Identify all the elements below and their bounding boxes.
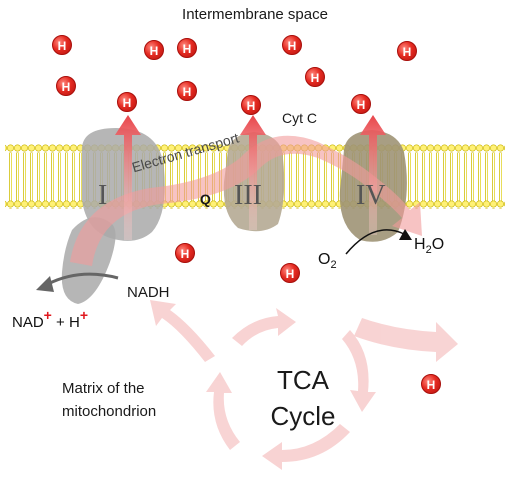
- matrix-label: Matrix of the mitochondrion: [62, 377, 156, 423]
- h-charge: +: [79, 307, 88, 323]
- nad-text: NAD: [12, 314, 44, 331]
- tca-label-line2: Cycle: [270, 401, 336, 431]
- tca-arc-left: [206, 372, 240, 450]
- proton-ion: H: [177, 38, 197, 58]
- nadh-arrow: [36, 272, 119, 292]
- nad-plus-h-label: NAD+ + H+: [12, 307, 88, 331]
- matrix-label-line2: mitochondrion: [62, 403, 157, 420]
- proton-ion: H: [351, 94, 371, 114]
- proton-ion: H: [144, 40, 164, 60]
- water-label: H2O: [414, 236, 445, 256]
- proton-ion: H: [241, 95, 261, 115]
- ubiquinone-label: Q: [200, 191, 211, 207]
- pump-arrow-3: [240, 115, 266, 230]
- oxygen-arrow-curve: [345, 229, 405, 255]
- electron-transport-arrow: [70, 135, 422, 266]
- oxygen-o: O: [318, 251, 331, 268]
- proton-ion: H: [280, 263, 300, 283]
- tca-cycle-arrows: [150, 300, 458, 470]
- h-text: H: [68, 314, 80, 331]
- proton-ion: H: [56, 76, 76, 96]
- complex-3-label: III: [234, 180, 262, 211]
- electron-path: [70, 135, 422, 266]
- oxygen-arrow: [345, 229, 412, 255]
- proton-ion: H: [175, 243, 195, 263]
- water-h: H: [414, 236, 426, 253]
- nadh-arrow-curve: [47, 272, 119, 286]
- nad-charge: +: [43, 307, 52, 323]
- oxygen-subscript: 2: [330, 259, 337, 271]
- oxygen-label: O2: [318, 251, 337, 271]
- tca-arc-right: [342, 330, 376, 412]
- oxygen-arrow-head: [399, 229, 412, 240]
- proton-ion: H: [117, 92, 137, 112]
- complex-1-label: I: [98, 180, 108, 211]
- cyt-c-label: Cyt C: [282, 110, 317, 126]
- proton-ion: H: [397, 41, 417, 61]
- proton-ion: H: [177, 81, 197, 101]
- nadh-arrow-head: [36, 276, 54, 292]
- proton-ion: H: [305, 67, 325, 87]
- pump-arrow-4: [360, 115, 386, 235]
- tca-cycle-label: TCA Cycle: [262, 362, 344, 434]
- complex-4-label: IV: [356, 180, 386, 211]
- proton-ion: H: [421, 374, 441, 394]
- proton-ion: H: [52, 35, 72, 55]
- proton-pump-arrows: [115, 115, 386, 240]
- nadh-label: NADH: [127, 284, 170, 301]
- water-o: O: [431, 236, 445, 253]
- proton-ion: H: [282, 35, 302, 55]
- tca-arc-top: [232, 308, 296, 346]
- tca-arrow-out-left: [150, 300, 215, 362]
- intermembrane-space-label: Intermembrane space: [182, 6, 328, 23]
- tca-arrow-out-right: [354, 318, 458, 362]
- matrix-label-line1: Matrix of the: [62, 380, 145, 397]
- tca-arc-bottom: [262, 424, 350, 470]
- pump-arrow-1: [115, 115, 141, 240]
- tca-label-line1: TCA: [277, 365, 329, 395]
- water-subscript: 2: [425, 244, 432, 256]
- plus-sign: +: [56, 314, 65, 331]
